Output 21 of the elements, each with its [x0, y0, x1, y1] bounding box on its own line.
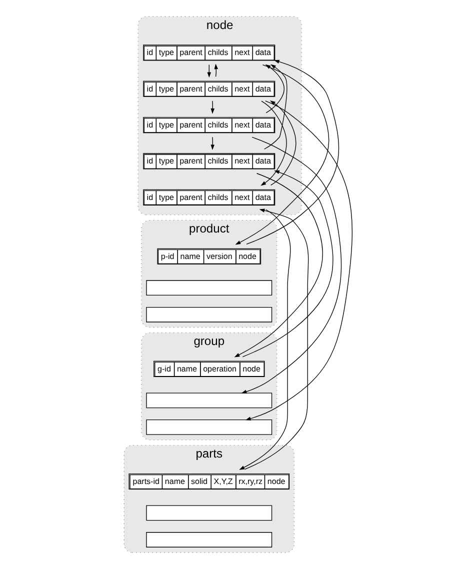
arrow: [264, 64, 288, 150]
arrow: [242, 170, 334, 358]
arrow: [241, 136, 342, 394]
arrow: [260, 100, 287, 186]
arrow: [214, 64, 218, 77]
node-box: [146, 532, 272, 548]
node-box: [146, 306, 272, 322]
arrow: [245, 100, 352, 420]
arrow: [210, 136, 215, 150]
arrow: [270, 100, 296, 186]
node-box: [146, 392, 272, 408]
node-box: [146, 505, 272, 521]
arrow: [234, 173, 323, 358]
arrow: [244, 208, 309, 470]
arrow: [246, 60, 339, 245]
arrow: [265, 64, 285, 114]
arrow: [239, 209, 291, 470]
arrow: [235, 64, 330, 245]
node-box: [146, 420, 272, 435]
node-box: [146, 280, 272, 296]
arrow: [210, 100, 215, 114]
